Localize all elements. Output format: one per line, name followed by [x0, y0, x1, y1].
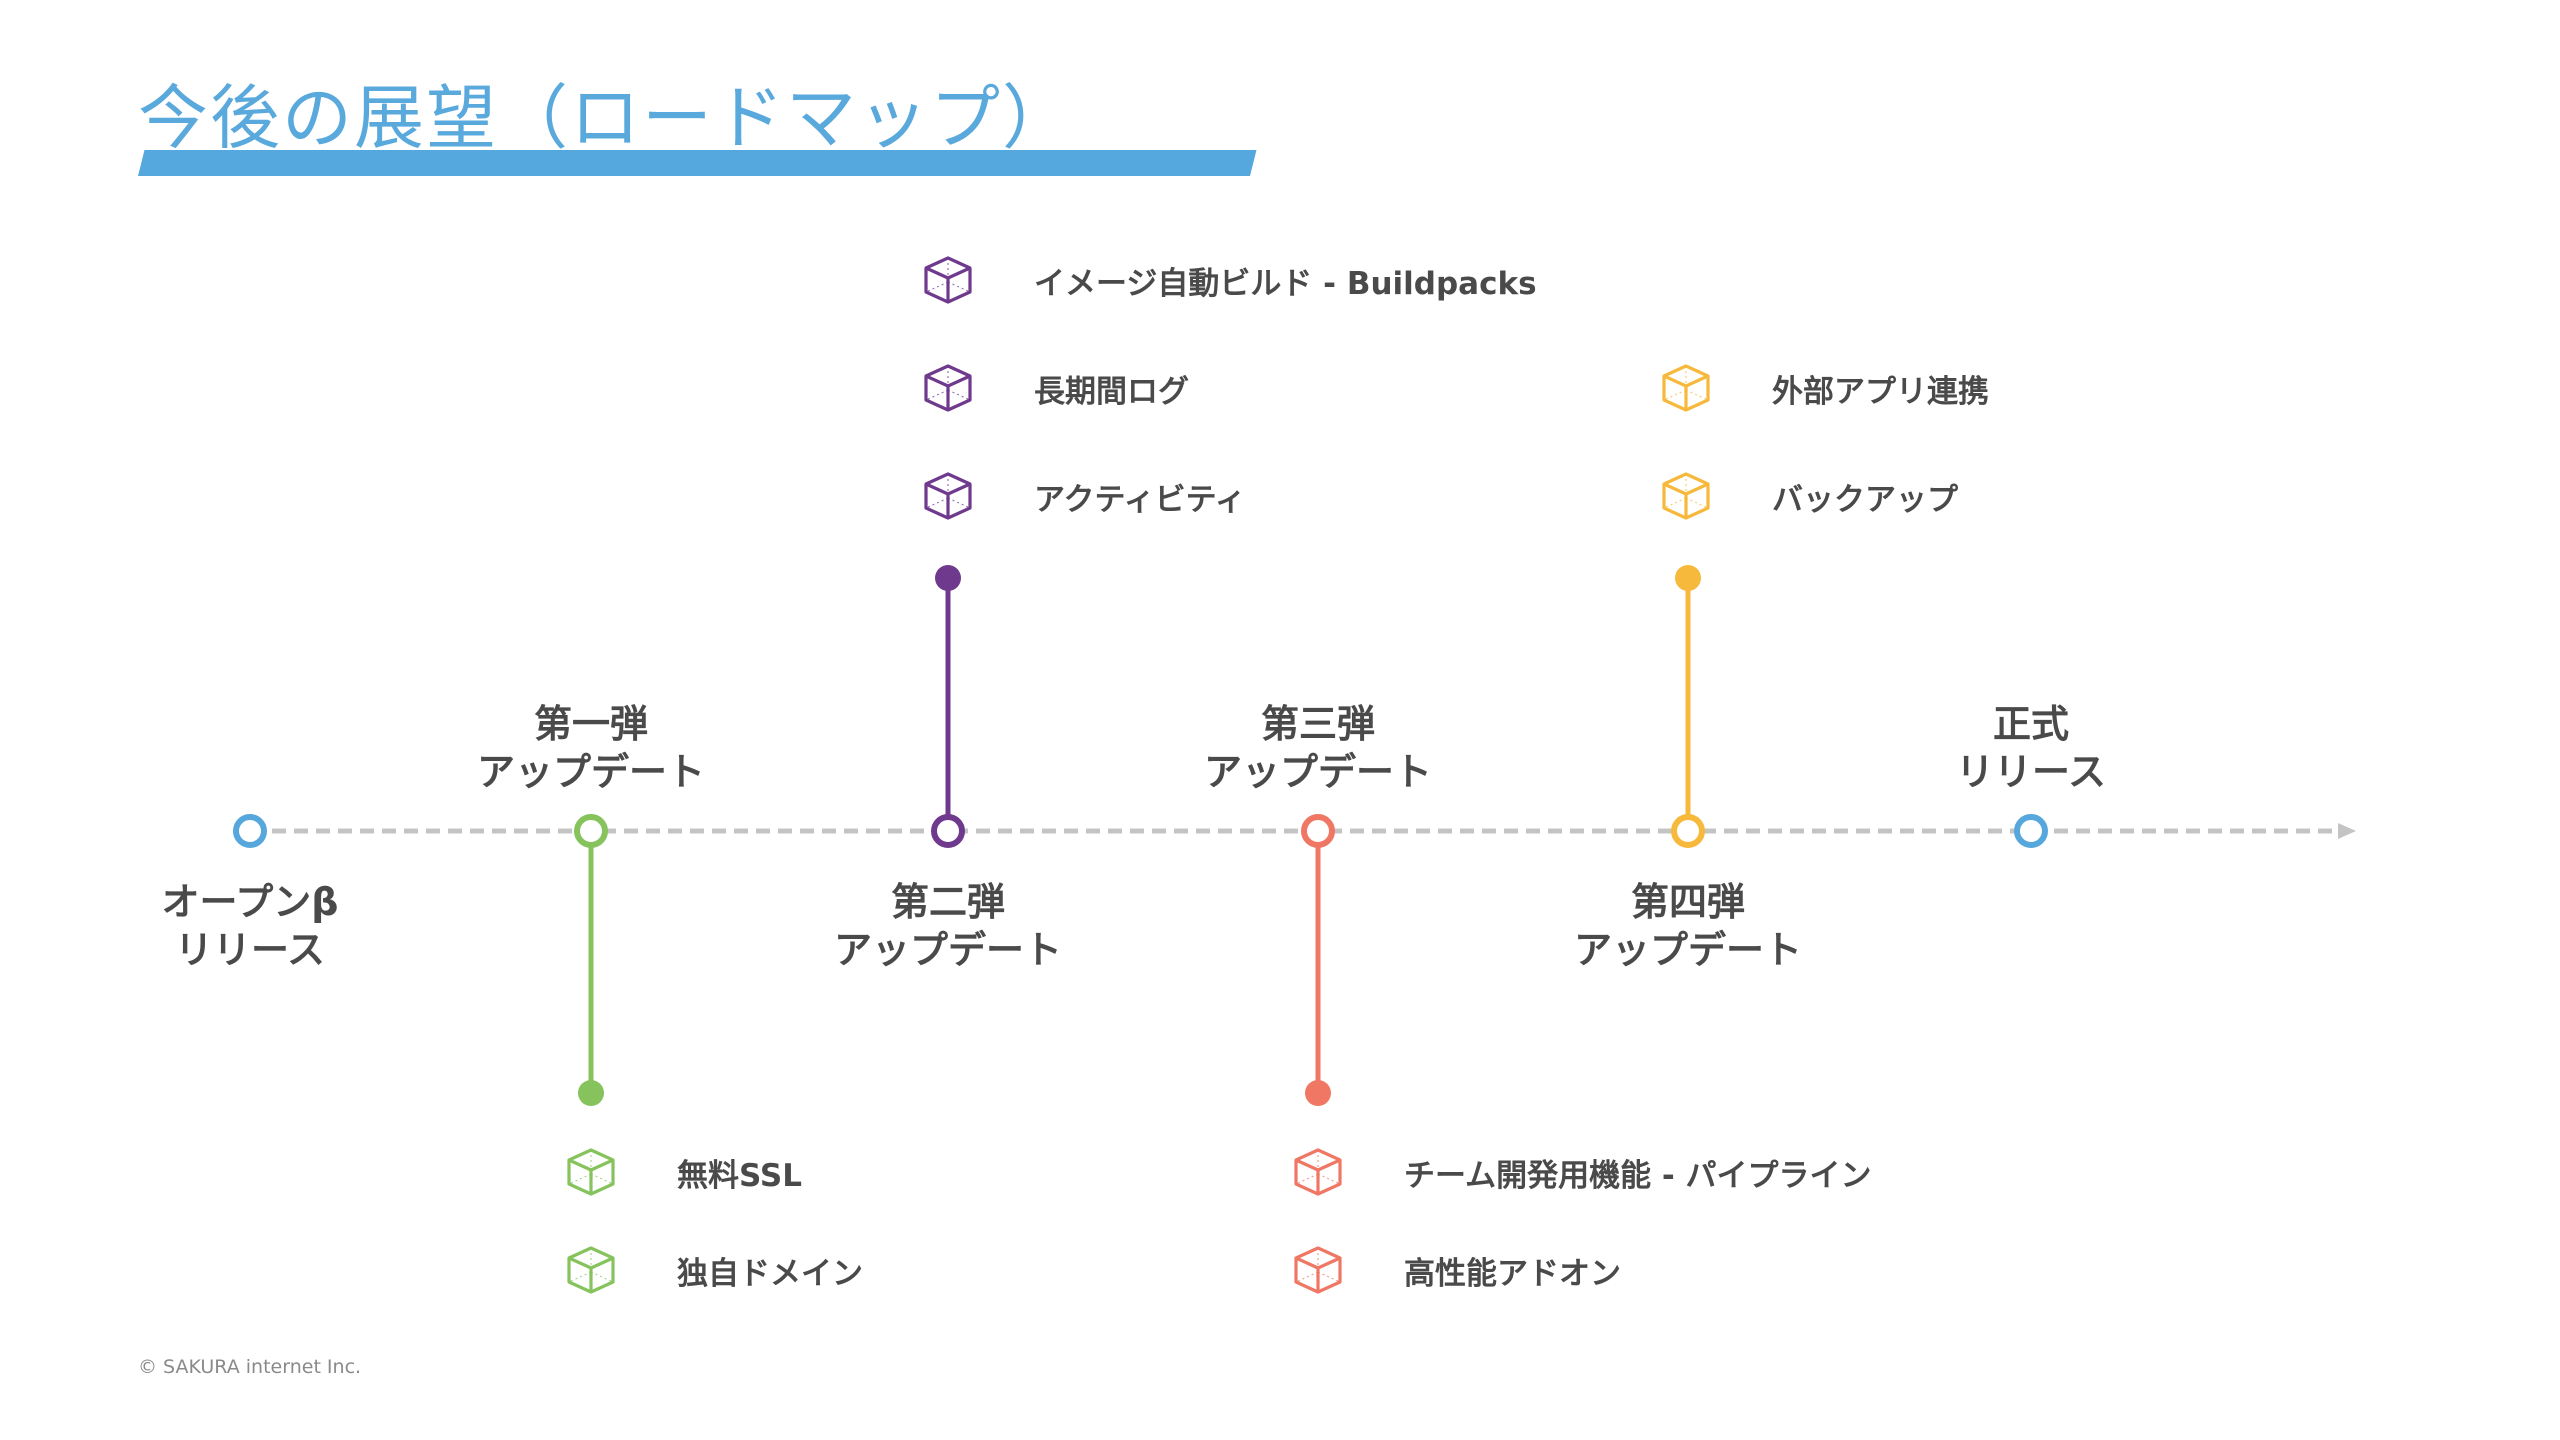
milestone-label-line2: アップデート [476, 750, 705, 794]
connector-end-dot-update-4 [1675, 565, 1701, 591]
connector-end-dot-update-2 [935, 565, 961, 591]
feature-item-update-2: アクティビティ [920, 466, 1246, 526]
milestone-label-update-4: 第四弾 アップデート [1518, 878, 1858, 974]
cube-icon [563, 1242, 619, 1298]
milestone-label-line2: アップデート [833, 928, 1062, 972]
feature-label: 独自ドメイン [677, 1255, 863, 1292]
milestone-label-line2: リリース [174, 928, 326, 972]
milestone-label-line2: リリース [1955, 750, 2107, 794]
milestone-label-line1: 第四弾 [1630, 880, 1745, 924]
milestone-node-release [2014, 814, 2048, 848]
milestone-label-line1: 第二弾 [890, 880, 1005, 924]
feature-item-update-3: 高性能アドオン [1290, 1240, 1621, 1300]
milestone-label-line2: アップデート [1573, 928, 1802, 972]
cube-icon [920, 360, 976, 416]
feature-item-update-4: 外部アプリ連携 [1658, 358, 1989, 418]
cube-icon [1658, 360, 1714, 416]
feature-label: アクティビティ [1034, 481, 1246, 518]
milestone-label-update-3: 第三弾 アップデート [1148, 700, 1488, 796]
feature-label: イメージ自動ビルド - Buildpacks [1034, 265, 1537, 302]
milestone-node-update-2 [931, 814, 965, 848]
feature-item-update-3: チーム開発用機能 - パイプライン [1290, 1142, 1872, 1202]
feature-item-update-4: バックアップ [1658, 466, 1958, 526]
feature-item-update-1: 独自ドメイン [563, 1240, 863, 1300]
page-title: 今後の展望（ロードマップ） [138, 77, 1074, 159]
milestone-label-line1: オープンβ [161, 880, 339, 924]
milestone-node-update-3 [1301, 814, 1335, 848]
cube-icon [1290, 1242, 1346, 1298]
feature-label: チーム開発用機能 - パイプライン [1404, 1157, 1872, 1194]
connector-end-dot-update-3 [1305, 1080, 1331, 1106]
feature-item-update-2: 長期間ログ [920, 358, 1189, 418]
milestone-node-update-4 [1671, 814, 1705, 848]
milestone-label-line1: 第三弾 [1260, 702, 1375, 746]
copyright-footer: © SAKURA internet Inc. [138, 1356, 362, 1378]
feature-label: 高性能アドオン [1404, 1255, 1621, 1292]
milestone-node-open-beta [233, 814, 267, 848]
feature-label: 長期間ログ [1034, 373, 1189, 410]
feature-label: 無料SSL [677, 1157, 803, 1194]
cube-icon [1658, 468, 1714, 524]
feature-label: 外部アプリ連携 [1772, 373, 1989, 410]
cube-icon [920, 252, 976, 308]
milestone-label-open-beta: オープンβ リリース [80, 878, 420, 974]
milestone-label-release: 正式 リリース [1861, 700, 2201, 796]
connector-end-dot-update-1 [578, 1080, 604, 1106]
cube-icon [1290, 1144, 1346, 1200]
feature-item-update-1: 無料SSL [563, 1142, 802, 1202]
milestone-label-line2: アップデート [1203, 750, 1432, 794]
cube-icon [563, 1144, 619, 1200]
cube-icon [920, 468, 976, 524]
milestone-node-update-1 [574, 814, 608, 848]
feature-item-update-2: イメージ自動ビルド - Buildpacks [920, 250, 1537, 310]
milestone-label-line1: 第一弾 [533, 702, 648, 746]
timeline-arrowhead [2338, 823, 2356, 839]
milestone-label-update-2: 第二弾 アップデート [778, 878, 1118, 974]
milestone-label-update-1: 第一弾 アップデート [421, 700, 761, 796]
milestone-label-line1: 正式 [1992, 702, 2069, 746]
feature-label: バックアップ [1772, 481, 1958, 518]
